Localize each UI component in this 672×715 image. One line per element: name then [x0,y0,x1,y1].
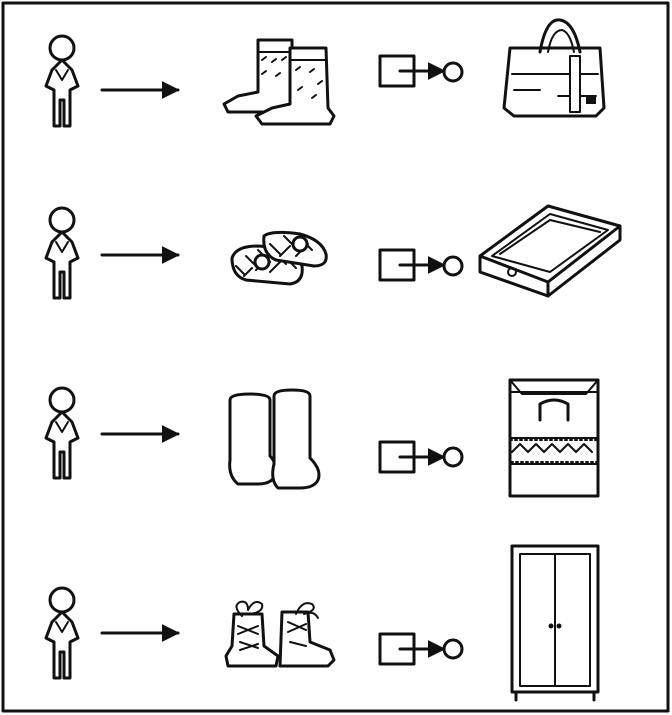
row-2 [44,204,622,300]
row-4 [44,544,600,702]
answer-box[interactable] [378,632,464,666]
person-icon [44,34,80,128]
bag-icon [502,18,606,118]
drawer-box-icon [478,204,622,298]
answer-box[interactable] [378,54,464,88]
person-icon [44,586,80,680]
row-1 [44,18,606,128]
person-icon [44,206,80,300]
person-icon [44,386,80,480]
answer-circle[interactable] [442,61,464,83]
answer-circle[interactable] [442,255,464,277]
answer-circle[interactable] [442,638,464,660]
wardrobe-icon [510,544,600,702]
answer-circle[interactable] [442,446,464,468]
felt-boots-icon [228,388,321,490]
winter-boots-icon [222,38,336,126]
answer-box[interactable] [378,440,464,474]
laced-boots-icon [224,600,336,668]
slippers-icon [230,230,328,286]
row-3 [44,378,600,498]
shopping-bag-icon [508,378,600,498]
answer-box[interactable] [378,248,464,282]
